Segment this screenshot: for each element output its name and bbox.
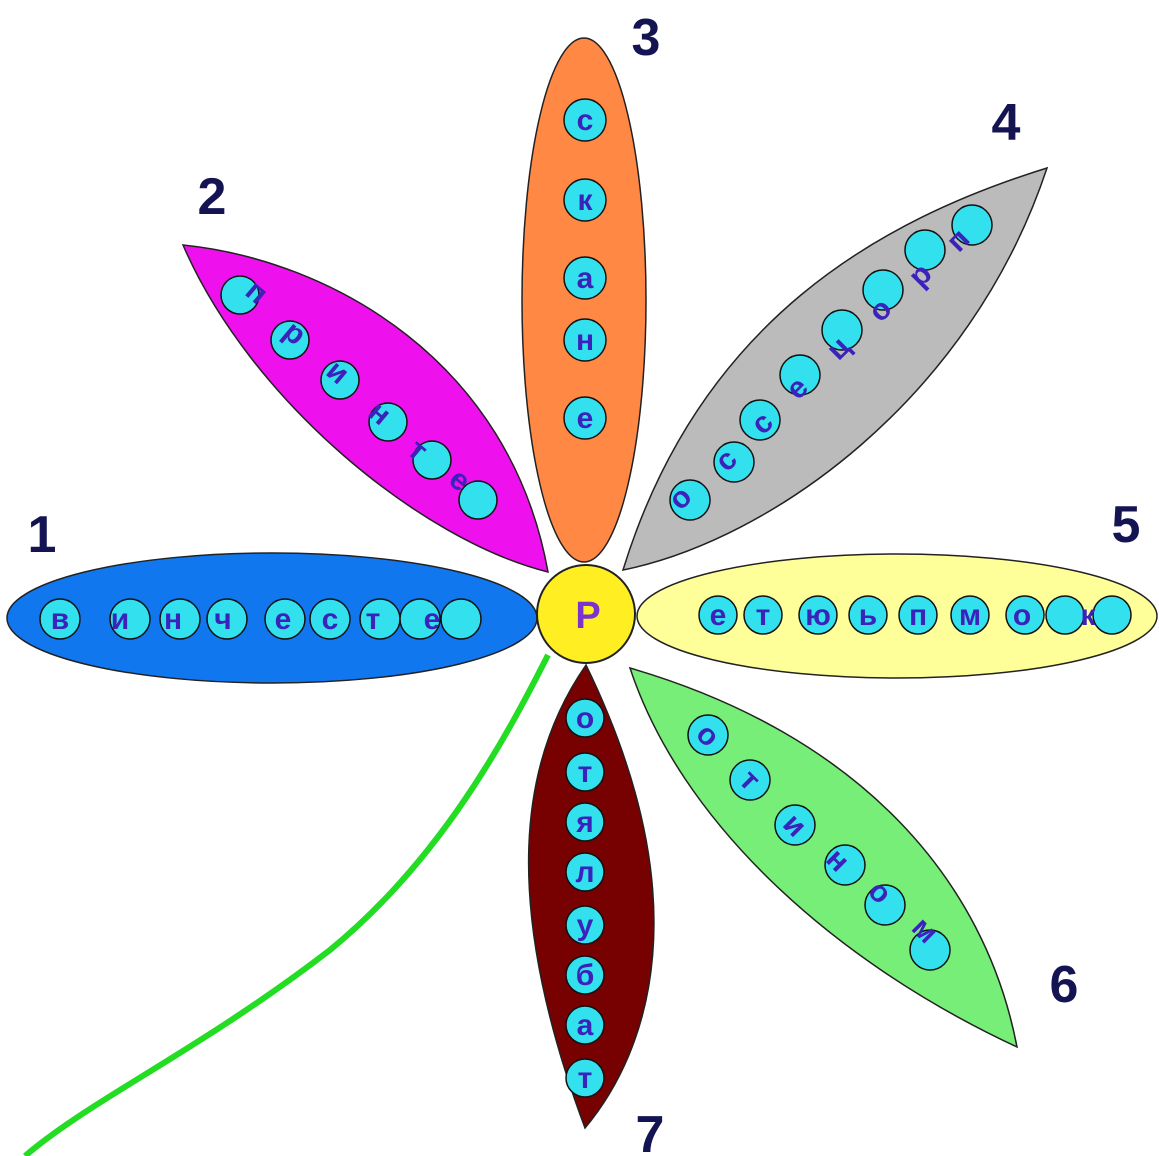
petal-number-3: 3 <box>632 9 661 67</box>
petal-number-1: 1 <box>28 506 57 564</box>
petal-7-letter: т <box>578 756 593 789</box>
petal-7-letter: о <box>576 702 594 735</box>
petal-number-2: 2 <box>198 168 227 226</box>
bead <box>1046 596 1084 634</box>
petal-5-letter: е <box>710 599 727 632</box>
petal-5-letter: о <box>1013 599 1031 632</box>
petal-number-5: 5 <box>1112 496 1141 554</box>
petal-3-letter: с <box>577 104 594 137</box>
bead <box>441 599 481 639</box>
petal-5-letter: к <box>1080 599 1096 632</box>
petal-1-letter: с <box>322 603 339 636</box>
petal-7-letter: а <box>577 1009 594 1042</box>
petal-6 <box>630 668 1017 1047</box>
petal-1-letter: т <box>366 603 381 636</box>
petal-1-letter: ч <box>214 603 231 636</box>
petal-1-letter: н <box>164 603 182 636</box>
stem <box>25 655 548 1156</box>
petal-7-letter: л <box>575 856 594 889</box>
petal-5-letter: м <box>959 599 981 632</box>
petal-3-letter: а <box>577 262 594 295</box>
petal-number-7: 7 <box>636 1106 665 1156</box>
bead <box>1093 596 1131 634</box>
petal-1-letter: е <box>275 603 292 636</box>
petal-1-letter: и <box>111 603 129 636</box>
petal-7-letter: у <box>577 909 594 942</box>
petal-3-letter: к <box>577 184 593 217</box>
petal-5-letter: п <box>909 599 927 632</box>
petal-number-4: 4 <box>992 94 1021 152</box>
petal-7-letter: я <box>575 806 594 839</box>
petal-5-letters: е т ю ь п м о к <box>699 596 1131 634</box>
center-letter: Р <box>575 595 600 637</box>
petal-1-letter: е <box>424 603 441 636</box>
petal-7-letter: т <box>578 1062 593 1095</box>
petal-number-6: 6 <box>1050 956 1079 1014</box>
petal-3-letter: е <box>577 402 594 435</box>
petal-3-letter: н <box>576 324 594 357</box>
petal-5-letter: ь <box>859 599 877 632</box>
petal-7-letter: б <box>576 959 595 992</box>
petal-5-letter: т <box>756 599 771 632</box>
petal-5-letter: ю <box>805 599 831 632</box>
petal-1-letter: в <box>51 603 69 636</box>
